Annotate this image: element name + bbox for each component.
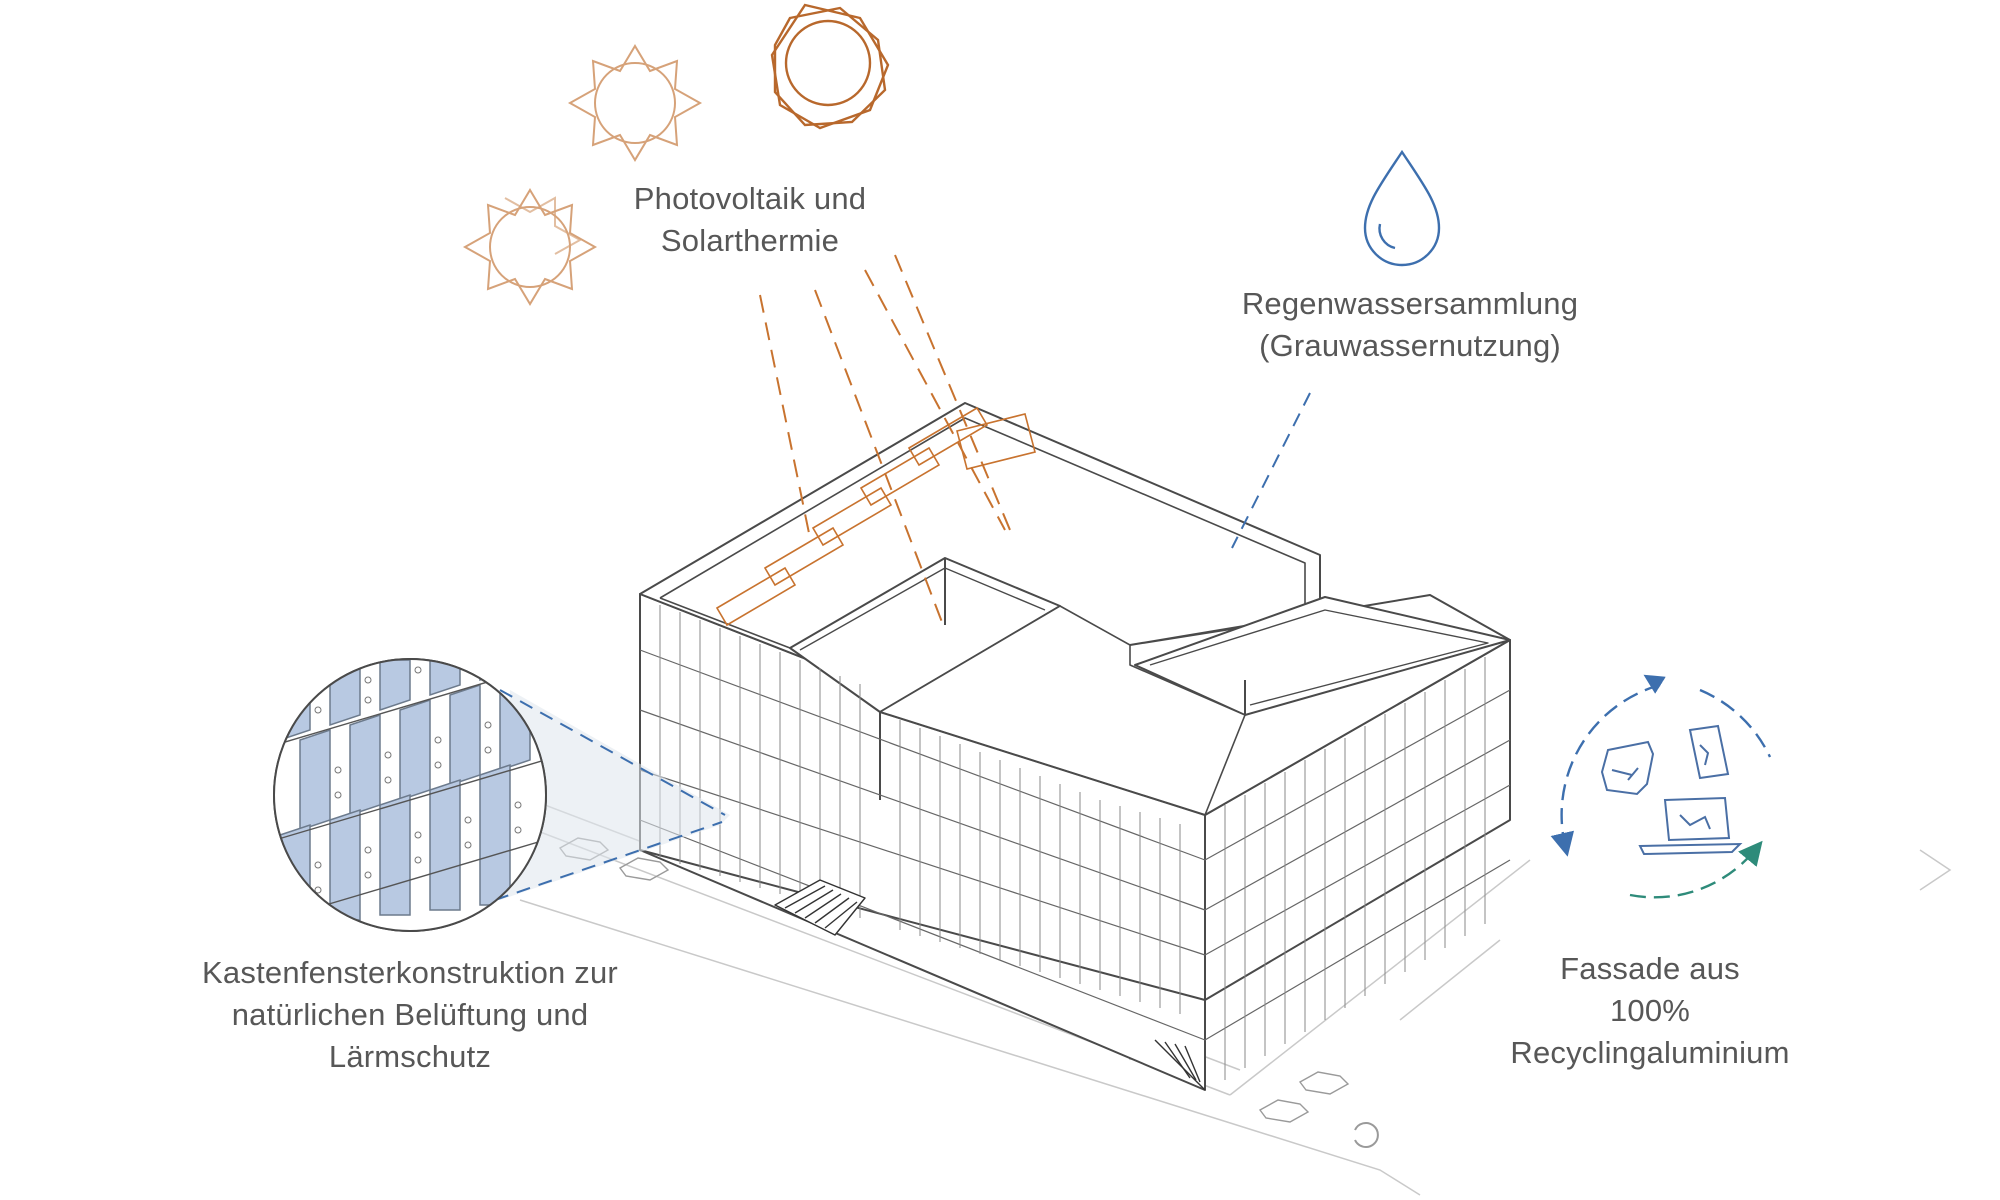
label-box-window-line1: Kastenfensterkonstruktion zur	[202, 955, 618, 990]
lens-projection	[500, 690, 730, 900]
broken-phone-icon	[1688, 724, 1730, 780]
sun-icon	[462, 188, 598, 306]
sun-rays	[759, 254, 1011, 631]
solar-panels	[715, 406, 1036, 627]
label-rainwater: Regenwassersammlung (Grauwassernutzung)	[1180, 283, 1640, 367]
sun-icon	[567, 44, 703, 162]
label-facade: Fassade aus 100% Recyclingaluminium	[1450, 948, 1850, 1074]
label-facade-line3: Recyclingaluminium	[1510, 1035, 1790, 1070]
label-rainwater-line1: Regenwassersammlung	[1241, 286, 1579, 321]
label-facade-line2: 100%	[1609, 993, 1691, 1028]
label-box-window: Kastenfensterkonstruktion zur natürliche…	[150, 952, 670, 1078]
crumpled-bag-icon	[1600, 740, 1655, 796]
label-box-window-line2: natürlichen Belüftung und	[231, 997, 589, 1032]
label-facade-line1: Fassade aus	[1560, 951, 1740, 986]
water-drop-icon	[1363, 149, 1441, 267]
sun-icon	[770, 3, 890, 130]
building	[639, 402, 1511, 1091]
recycling-cycle-icon	[1550, 683, 1772, 899]
label-photovoltaics: Photovoltaik und Solarthermie	[560, 178, 940, 262]
broken-laptop-icon	[1638, 796, 1743, 856]
label-rainwater-line2: (Grauwassernutzung)	[1259, 328, 1561, 363]
label-box-window-line3: Lärmschutz	[328, 1039, 492, 1074]
label-photovoltaics-line2: Solarthermie	[660, 223, 840, 258]
entrance-stairs	[774, 879, 866, 936]
label-photovoltaics-line1: Photovoltaik und	[633, 181, 867, 216]
rain-connector-line	[1231, 392, 1311, 549]
ramp	[1154, 1039, 1206, 1091]
